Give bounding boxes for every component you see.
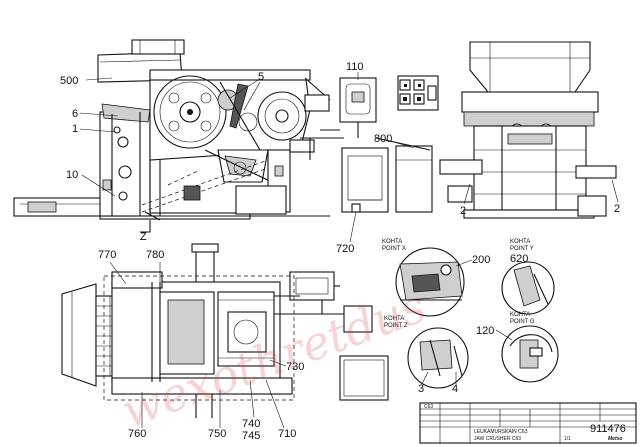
callout-10: 10 bbox=[66, 169, 78, 181]
control-callouts: 110 800 720 bbox=[336, 61, 415, 255]
title-name-en: JAW CRUSHER C63 bbox=[474, 436, 521, 442]
svg-text:POINT G: POINT G bbox=[510, 319, 535, 325]
plan-small-box bbox=[343, 305, 373, 333]
side-view bbox=[13, 39, 344, 233]
drawing-number: 911476 bbox=[590, 423, 626, 435]
callout-745: 745 bbox=[242, 430, 260, 442]
plan-view bbox=[61, 243, 373, 418]
front-hopper bbox=[469, 41, 591, 93]
detail-z: KOHTA POINT Z 3 4 bbox=[384, 316, 469, 395]
cover-plate bbox=[339, 355, 389, 401]
svg-text:KOHTA: KOHTA bbox=[510, 312, 530, 318]
callout-1: 1 bbox=[72, 123, 78, 135]
svg-text:POINT Y: POINT Y bbox=[510, 246, 534, 252]
callout-200: 200 bbox=[472, 254, 490, 266]
front-view bbox=[439, 41, 617, 219]
callout-720: 720 bbox=[336, 243, 354, 255]
callout-6: 6 bbox=[72, 108, 78, 120]
callout-620: 620 bbox=[510, 253, 528, 265]
side-view-callouts: 500 6 1 10 5 Z bbox=[60, 71, 264, 243]
callout-750: 750 bbox=[208, 428, 226, 440]
front-callouts: 2 2 bbox=[460, 179, 620, 217]
callout-760: 760 bbox=[128, 428, 146, 440]
svg-text:KOHTA: KOHTA bbox=[382, 239, 402, 245]
detail-g: KOHTA POINT G 120 bbox=[476, 312, 559, 383]
conveyor-dashed bbox=[141, 159, 269, 206]
plan-dashed bbox=[103, 275, 295, 401]
hydraulic-unit-800 bbox=[395, 145, 433, 213]
callout-120: 120 bbox=[476, 325, 494, 337]
svg-text:C63: C63 bbox=[424, 404, 433, 410]
plan-callouts: 770 780 730 760 750 740 745 710 bbox=[98, 249, 304, 442]
callout-770: 770 bbox=[98, 249, 116, 261]
plan-hopper bbox=[61, 283, 97, 387]
detail-x: KOHTA POINT X 200 bbox=[382, 239, 490, 317]
callout-710: 710 bbox=[278, 428, 296, 440]
sheet-number: 1/1 bbox=[564, 436, 571, 442]
control-units bbox=[320, 75, 439, 213]
plan-oil-box bbox=[289, 271, 335, 301]
callout-500: 500 bbox=[60, 75, 78, 87]
callout-3: 3 bbox=[418, 383, 424, 395]
title-name-fi: LEUKAMURSKAIN C63 bbox=[474, 429, 528, 435]
callout-800: 800 bbox=[374, 133, 392, 145]
detail-y: KOHTA POINT Y 620 bbox=[501, 239, 555, 315]
drive-wheel bbox=[257, 91, 307, 141]
callout-4: 4 bbox=[452, 383, 458, 395]
callout-5: 5 bbox=[258, 71, 264, 83]
callout-2-left: 2 bbox=[460, 205, 466, 217]
feeder-body bbox=[99, 111, 151, 217]
callout-730: 730 bbox=[286, 361, 304, 373]
flywheel bbox=[153, 75, 227, 149]
callout-2-right: 2 bbox=[614, 203, 620, 215]
oil-tank-720 bbox=[341, 147, 389, 213]
svg-text:POINT Z: POINT Z bbox=[384, 323, 408, 329]
callout-z: Z bbox=[140, 231, 147, 243]
svg-text:POINT X: POINT X bbox=[382, 246, 406, 252]
callout-110: 110 bbox=[346, 61, 364, 73]
svg-text:KOHTA: KOHTA bbox=[384, 316, 404, 322]
brand-logo: Metso bbox=[608, 436, 622, 442]
callout-780: 780 bbox=[146, 249, 164, 261]
title-block: C63 LEUKAMURSKAIN C63 JAW CRUSHER C63 1/… bbox=[419, 402, 637, 444]
svg-text:KOHTA: KOHTA bbox=[510, 239, 530, 245]
callout-740: 740 bbox=[242, 418, 260, 430]
